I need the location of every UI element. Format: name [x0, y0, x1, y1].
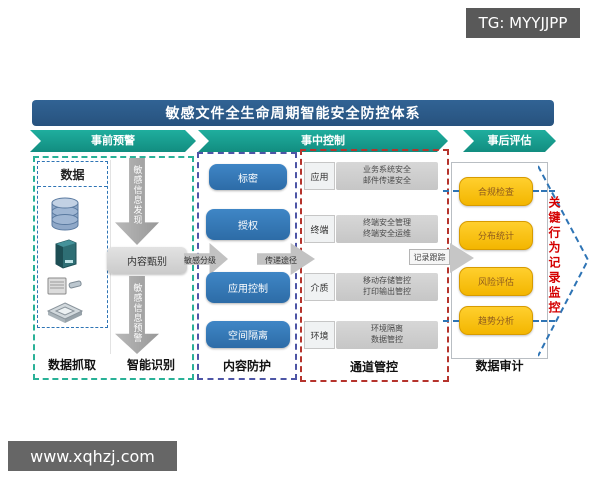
channel-row-terminal-line1: 终端安全管理: [363, 218, 411, 228]
phase-post-evaluation: 事后评估: [463, 130, 556, 152]
storage-usb-icon: [47, 277, 82, 295]
database-icon: [51, 197, 79, 231]
telegram-watermark: TG: MYYJJPP: [466, 8, 580, 38]
channel-row-body-app: 业务系统安全 邮件传递安全: [336, 162, 438, 190]
channel-row-app-line1: 业务系统安全: [363, 165, 411, 175]
audit-connector-top-left: [443, 190, 459, 192]
diagram-title: 敏感文件全生命周期智能安全防控体系: [32, 100, 554, 126]
server-icon: [55, 239, 77, 269]
network-switch-icon: [46, 302, 84, 323]
path-arrow-label: 传递途径: [265, 256, 297, 265]
protection-item-marking: 标密: [209, 164, 287, 190]
audit-item-trend-analysis: 趋势分析: [459, 306, 533, 335]
content-screening-box: 内容甄别: [107, 247, 187, 274]
section-label-content-protection: 内容防护: [222, 359, 271, 373]
protection-item-space-isolation: 空间隔离: [206, 321, 290, 348]
channel-row-media-line1: 移动存储管控: [363, 276, 411, 286]
phase-pre-warning: 事前预警: [30, 130, 196, 152]
channel-row-app-line2: 邮件传递安全: [363, 176, 411, 185]
phase-in-process-control: 事中控制: [198, 130, 448, 152]
section-label-intelligent-identify: 智能识别: [126, 358, 175, 372]
channel-row-body-environment: 环境隔离 数据管控: [336, 321, 438, 349]
channel-row-terminal-line2: 终端安全运维: [363, 229, 411, 238]
key-behavior-arrow: [538, 165, 590, 357]
tracking-label-box: 记录跟踪: [409, 249, 450, 265]
protection-item-authorization: 授权: [206, 209, 290, 240]
audit-item-compliance-check: 合规检查: [459, 177, 533, 206]
warning-arrow-label: 敏感信息预警: [131, 283, 142, 343]
audit-item-risk-assessment: 风险评估: [459, 267, 533, 296]
channel-row-label-terminal: 终端: [304, 215, 335, 243]
audit-connector-bottom-left: [443, 320, 459, 322]
audit-connector-top-right: [533, 190, 555, 192]
section-label-data-audit: 数据审计: [475, 359, 524, 373]
channel-row-label-environment: 环境: [304, 321, 335, 349]
channel-row-media-line2: 打印输出管控: [363, 287, 411, 296]
section-label-data-capture: 数据抓取: [47, 358, 96, 372]
protection-item-app-control: 应用控制: [206, 272, 290, 303]
channel-row-label-app: 应用: [304, 162, 335, 190]
audit-item-distribution-stats: 分布统计: [459, 221, 533, 250]
data-sources-header: 数据: [38, 162, 107, 187]
section-label-channel-control: 通道管控: [349, 360, 398, 374]
discover-arrow-label: 敏感信息发现: [131, 165, 142, 225]
grading-arrow-label: 敏感分级: [184, 256, 216, 265]
channel-row-label-media: 介质: [304, 273, 335, 301]
capture-identify-section-border: [33, 156, 194, 380]
key-behavior-note: 关键行为记录监控: [547, 196, 561, 316]
data-sources-box: 数据: [37, 161, 108, 328]
audit-connector-bottom-right: [533, 320, 555, 322]
channel-row-environment-line2: 数据管控: [371, 335, 403, 344]
channel-row-body-media: 移动存储管控 打印输出管控: [336, 273, 438, 301]
channel-row-environment-line1: 环境隔离: [371, 324, 403, 334]
channel-row-body-terminal: 终端安全管理 终端安全运维: [336, 215, 438, 243]
website-watermark: www.xqhzj.com: [8, 441, 177, 471]
